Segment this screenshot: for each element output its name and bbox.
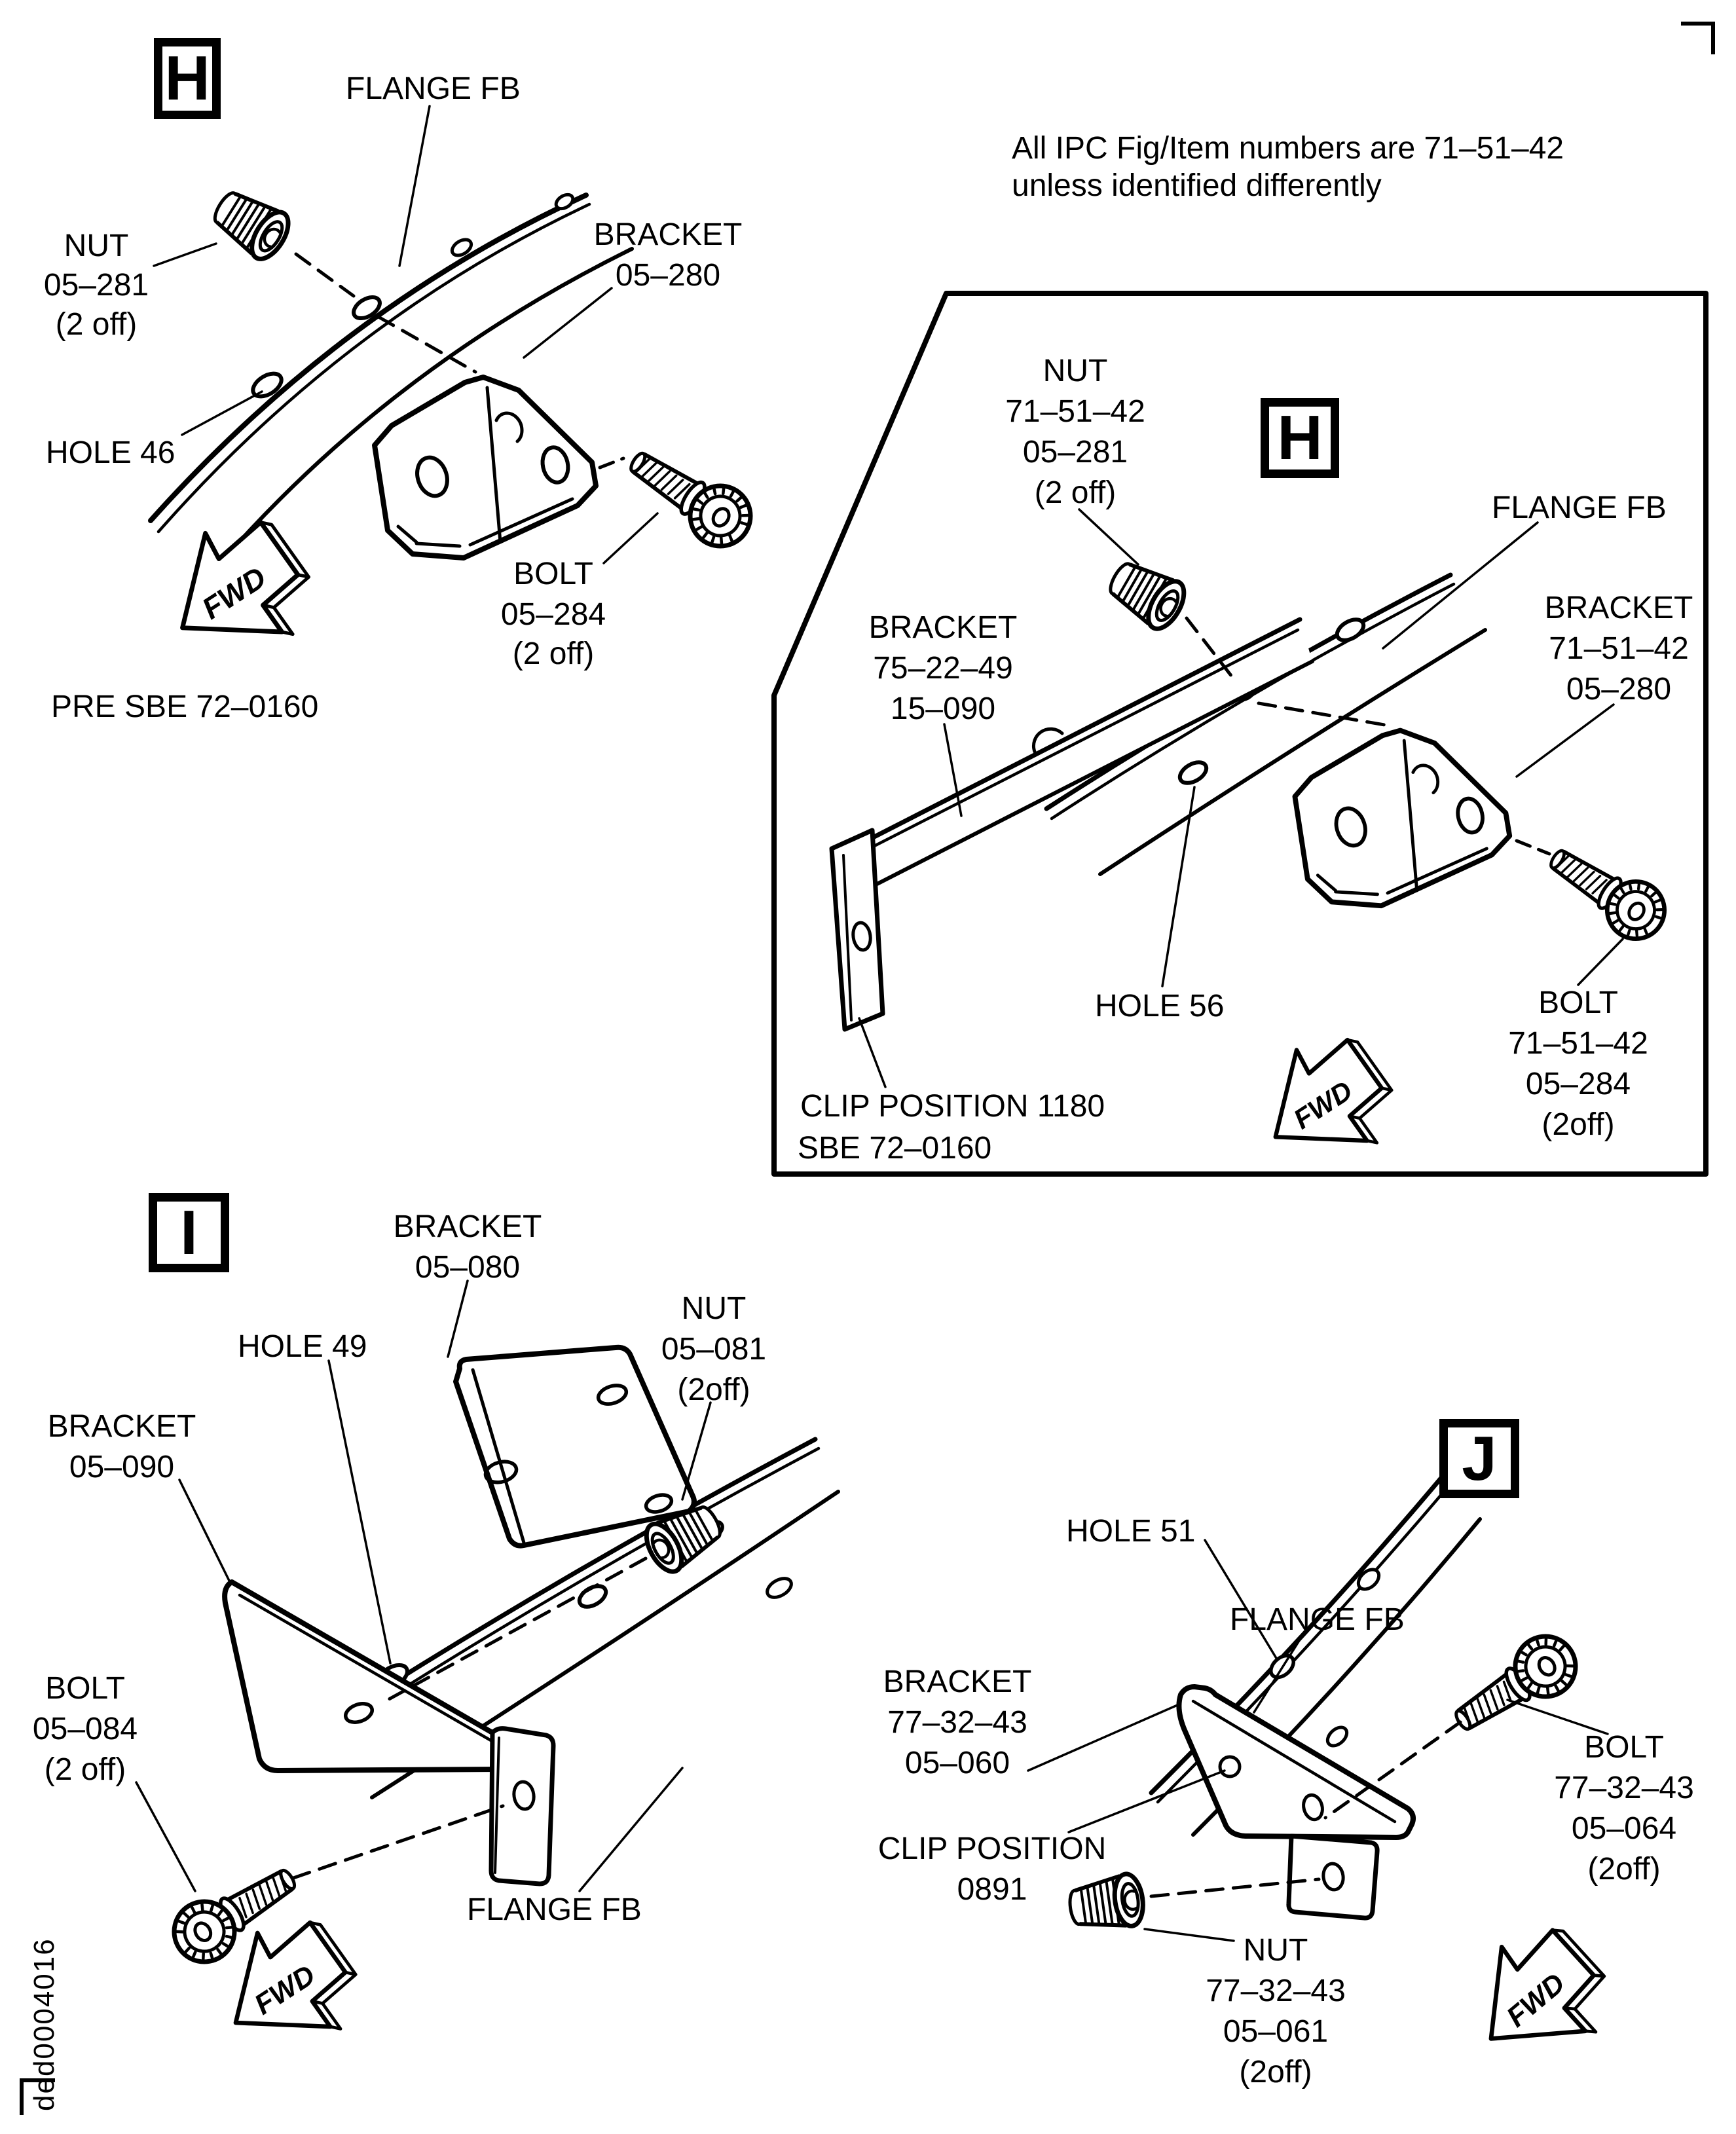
clip-position-1180-hole	[851, 921, 872, 952]
pre-sbe-caption: PRE SBE 72–0160	[51, 690, 319, 724]
detail-letter: J	[1462, 1423, 1497, 1494]
hole-label: HOLE 56	[1095, 989, 1225, 1023]
bolt-label-line1: BOLT	[1538, 985, 1618, 1020]
nut-label-line3: (2off)	[677, 1372, 750, 1407]
centerlines	[294, 252, 625, 469]
detail-letter-box-i: I	[149, 1193, 229, 1272]
figure-code: ded0004016	[28, 1938, 60, 2111]
nut-label-line3: 05–061	[1223, 2014, 1329, 2049]
centerlines	[1185, 616, 1551, 856]
bracket-75-22-49	[829, 617, 1314, 1032]
sbe-caption: SBE 72–0160	[798, 1131, 992, 1166]
detail-sbe: FWD	[771, 291, 1708, 1187]
nut-label-line3: (2 off)	[55, 307, 138, 342]
nut-05-281	[206, 182, 296, 265]
hole-56	[1177, 760, 1209, 785]
strip-bracket-label-line3: 15–090	[890, 691, 996, 726]
leader-lines	[153, 105, 659, 564]
nut-label-line2: 71–51–42	[1005, 394, 1145, 429]
nut-label-line3: 05–281	[1022, 435, 1128, 469]
detail-j: FWD	[1027, 1472, 1628, 2086]
bolt-label-line3: (2 off)	[512, 636, 595, 671]
detail-letter-box-h-sbe: H	[1261, 398, 1339, 478]
bracket-05-280	[375, 377, 596, 558]
bolt-05-284	[1538, 833, 1675, 949]
detail-letter: H	[1277, 403, 1323, 473]
centerlines	[1149, 1720, 1462, 1898]
nut-label-line1: NUT	[681, 1291, 747, 1326]
bracket-top-label-line1: BRACKET	[393, 1209, 542, 1244]
flange-fb-label: FLANGE FB	[346, 71, 521, 106]
bracket-05-090	[222, 1579, 556, 1886]
flange-fb-label: FLANGE FB	[467, 1892, 642, 1927]
bracket-label-line1: BRACKET	[1544, 591, 1693, 625]
bracket-left-label-line1: BRACKET	[47, 1409, 196, 1444]
nut-label-line2: 05–081	[661, 1332, 767, 1367]
nut-label-line1: NUT	[64, 229, 129, 263]
centerlines	[291, 1556, 648, 1880]
bracket-label-line2: 71–51–42	[1549, 631, 1689, 666]
bolt-label-line1: BOLT	[45, 1671, 125, 1706]
bracket-05-280	[1295, 731, 1509, 906]
bolt-label-line2: 77–32–43	[1554, 1771, 1694, 1805]
clip-position-label-line1: CLIP POSITION	[877, 1831, 1107, 1866]
bracket-label-line1: BRACKET	[883, 1665, 1032, 1699]
bolt-label-line2: 05–284	[500, 597, 606, 632]
bolt-label-line3: 05–064	[1571, 1811, 1677, 1846]
nut-label-line2: 05–281	[43, 268, 149, 303]
bracket-label-line2: 05–280	[615, 258, 721, 293]
detail-letter-box-h-pre: H	[154, 38, 221, 119]
bolt-label-line2: 71–51–42	[1508, 1026, 1648, 1061]
hole-label: HOLE 49	[238, 1329, 367, 1364]
detail-pre-sbe: FWD	[146, 105, 762, 683]
bolt-label-line4: (2off)	[1542, 1107, 1615, 1142]
flange-fb-label: FLANGE FB	[1492, 490, 1667, 525]
bolt-label-line2: 05–084	[32, 1712, 138, 1746]
detail-border	[771, 291, 1708, 1177]
bolt-05-284	[618, 435, 762, 558]
bolt-label-line1: BOLT	[513, 557, 593, 591]
bracket-left-label-line2: 05–090	[69, 1450, 175, 1484]
bracket-05-060	[1176, 1684, 1416, 1921]
bracket-label-line2: 77–32–43	[887, 1705, 1027, 1740]
hole-label: HOLE 46	[46, 435, 175, 470]
nut-label-line2: 77–32–43	[1206, 1974, 1346, 2008]
leader-lines	[858, 508, 1624, 1088]
ipc-note-line1: All IPC Fig/Item numbers are 71–51–42	[1012, 131, 1564, 166]
strip-bracket-label-line1: BRACKET	[868, 610, 1018, 645]
bolt-05-064	[1443, 1625, 1587, 1748]
leader-lines	[135, 1279, 712, 1892]
nut-label-line1: NUT	[1243, 1933, 1308, 1968]
page-corner-mark-bottom-left	[20, 2078, 55, 2115]
detail-letter: I	[180, 1197, 198, 1268]
bolt-label-line3: (2 off)	[44, 1752, 126, 1787]
bracket-label-line3: 05–060	[904, 1746, 1010, 1780]
ipc-note-line2: unless identified differently	[1012, 168, 1382, 203]
page-corner-mark-top-right	[1681, 22, 1715, 54]
bracket-top-label-line2: 05–080	[415, 1250, 521, 1285]
bracket-05-080	[453, 1344, 697, 1549]
strip-bracket-label-line2: 75–22–49	[873, 651, 1013, 686]
bracket-label-line1: BRACKET	[593, 217, 743, 252]
nut-label-line4: (2 off)	[1034, 475, 1117, 510]
clip-position-label: CLIP POSITION 1180	[800, 1089, 1105, 1124]
bolt-label-line3: 05–284	[1525, 1067, 1631, 1101]
hole-label: HOLE 51	[1066, 1514, 1196, 1549]
detail-i: FWD	[135, 1279, 840, 2075]
detail-letter-box-j: J	[1439, 1419, 1519, 1498]
nut-05-281	[1102, 553, 1191, 635]
bolt-label-line4: (2off)	[1587, 1852, 1661, 1886]
nut-label-line1: NUT	[1043, 354, 1108, 388]
nut-label-line4: (2off)	[1239, 2055, 1312, 2089]
bracket-label-line3: 05–280	[1566, 672, 1672, 707]
hole-46	[251, 371, 284, 399]
leader-lines	[1027, 1539, 1609, 1942]
detail-letter: H	[164, 43, 210, 113]
clip-position-0891-hole	[1218, 1755, 1242, 1778]
bolt-label-line1: BOLT	[1584, 1730, 1664, 1765]
clip-position-label-line2: 0891	[957, 1872, 1027, 1907]
flange-fb-label: FLANGE FB	[1230, 1602, 1405, 1637]
